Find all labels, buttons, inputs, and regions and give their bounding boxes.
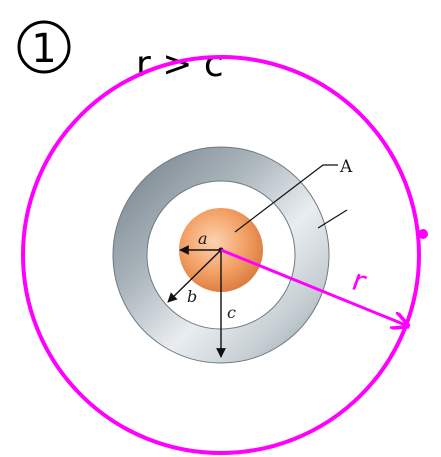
pointer-line-a [234,164,338,233]
radius-c-label: c [227,303,236,322]
step-number-badge: 1 [17,20,71,74]
step-number-text: 1 [31,26,56,72]
pointer-line-shell [317,209,348,229]
radius-b-arrow [167,249,222,303]
gaussian-surface-point [418,229,428,239]
gaussian-radius-label: r [347,263,371,300]
radius-b-label: b [187,287,197,306]
gaussian-radius-arrow [220,248,408,326]
gaussian-surface-circle [21,55,421,455]
radius-a-label: a [198,229,208,248]
pointer-label-a: A [339,157,353,177]
condition-text: r > c [136,44,224,85]
step-number-circle [17,20,71,74]
